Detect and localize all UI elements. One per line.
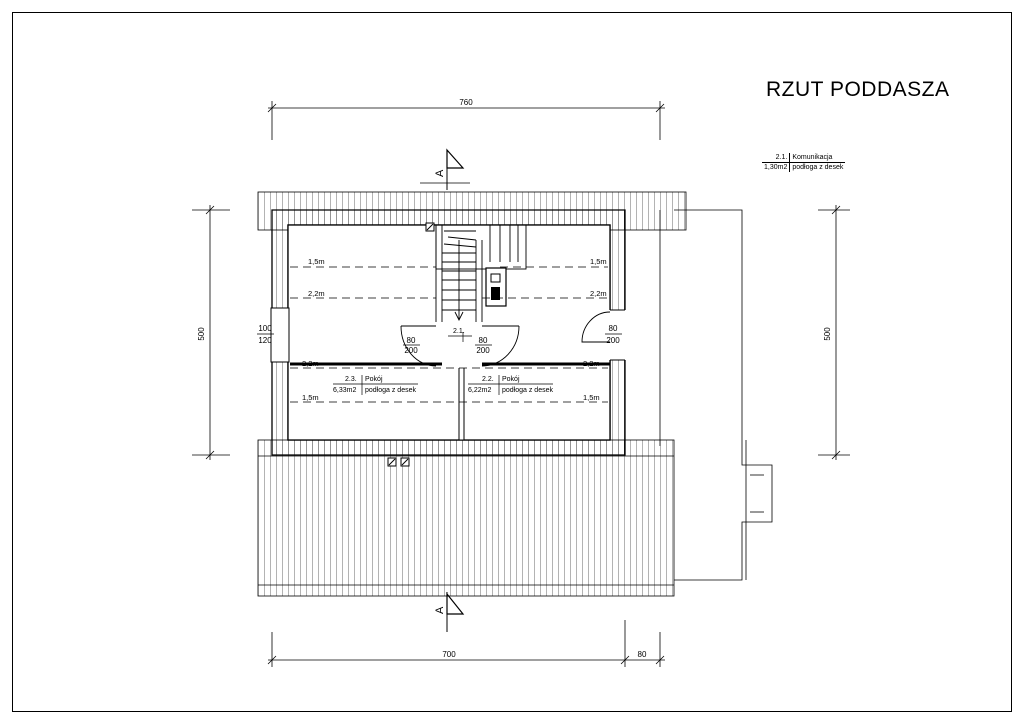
partition-vertical bbox=[458, 365, 465, 441]
room-2-3-number: 2.3. bbox=[345, 376, 357, 383]
ventilation-grille bbox=[387, 222, 435, 467]
window-opening bbox=[270, 307, 290, 363]
dimension-left: 500 bbox=[197, 327, 206, 341]
height-label-left-22b: 2,2m bbox=[302, 359, 319, 368]
door2-width: 80 bbox=[479, 336, 488, 345]
legend-number: 2.1. bbox=[762, 153, 791, 163]
window-height: 120 bbox=[258, 336, 272, 345]
room-2-2-area: 6,22m2 bbox=[468, 387, 491, 394]
room-2-1-number: 2.1. bbox=[453, 328, 465, 335]
dimension-bottom-main: 700 bbox=[442, 650, 456, 659]
height-label-right-15: 1,5m bbox=[590, 257, 607, 266]
roof-bottom-area bbox=[257, 439, 675, 597]
dimension-bottom-small: 80 bbox=[638, 650, 647, 659]
legend-table: 2.1. Komunikacja 1,30m2 podłoga z desek bbox=[762, 153, 846, 172]
door2-height: 200 bbox=[476, 346, 490, 355]
roof-outline-right bbox=[659, 209, 773, 581]
door1-height: 200 bbox=[404, 346, 418, 355]
chimney bbox=[485, 267, 507, 307]
room-2-2-number: 2.2. bbox=[482, 376, 494, 383]
legend-floor: podłoga z desek bbox=[792, 164, 844, 171]
section-marker-top: A bbox=[420, 148, 470, 190]
door1-width: 80 bbox=[407, 336, 416, 345]
height-label-left-22: 2,2m bbox=[308, 289, 325, 298]
door3-height: 200 bbox=[606, 336, 620, 345]
room-2-2-floor: podłoga z desek bbox=[502, 387, 553, 394]
height-label-right-15b: 1,5m bbox=[583, 393, 600, 402]
height-label-right-22b: 2,2m bbox=[583, 359, 600, 368]
door-swing-arcs bbox=[400, 311, 611, 367]
legend-area: 1,30m2 bbox=[762, 162, 791, 172]
height-label-right-22: 2,2m bbox=[590, 289, 607, 298]
dimension-top: 760 bbox=[459, 98, 473, 107]
dimension-lines bbox=[192, 101, 850, 667]
dimension-right: 500 bbox=[823, 327, 832, 341]
drawing-frame bbox=[12, 12, 1012, 712]
room-2-3-name: Pokój bbox=[365, 376, 383, 383]
height-label-left-15b: 1,5m bbox=[302, 393, 319, 402]
room-2-2-name: Pokój bbox=[502, 376, 520, 383]
drawing-title: RZUT PODDASZA bbox=[766, 78, 950, 101]
door3-width: 80 bbox=[609, 324, 618, 333]
room-2-3-area: 6,33m2 bbox=[333, 387, 356, 394]
staircase bbox=[435, 224, 527, 322]
section-marker-bottom: A bbox=[434, 592, 465, 632]
height-label-left-15: 1,5m bbox=[308, 257, 325, 266]
window-width: 100 bbox=[258, 324, 272, 333]
room-2-3-floor: podłoga z desek bbox=[365, 387, 416, 394]
height-lines bbox=[290, 266, 608, 403]
section-label-bottom: A bbox=[434, 606, 446, 614]
section-label-top: A bbox=[434, 169, 446, 177]
legend-name: Komunikacja bbox=[789, 153, 846, 163]
